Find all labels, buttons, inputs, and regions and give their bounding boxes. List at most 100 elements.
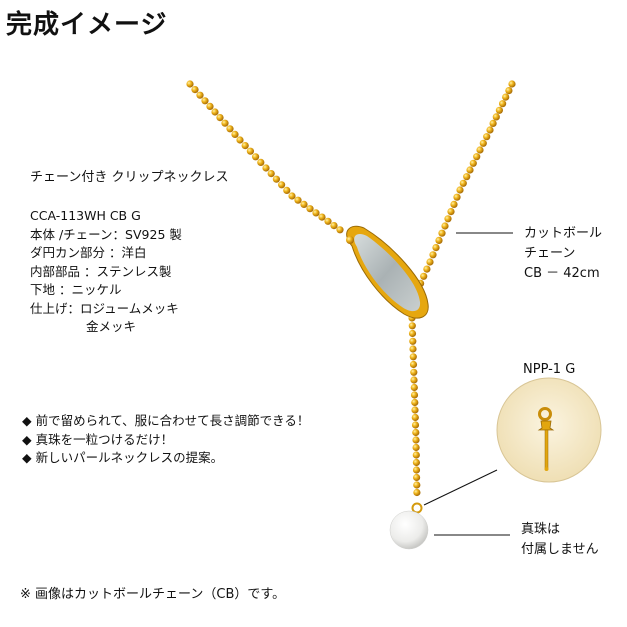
chain-bead bbox=[479, 139, 487, 147]
chain-bead bbox=[410, 368, 418, 376]
npp-pin-image bbox=[496, 377, 602, 483]
chain-bead bbox=[294, 196, 302, 204]
chain-bead bbox=[246, 147, 254, 155]
spec-body-chain: 本体 /チェーン：SV925 製 bbox=[30, 226, 182, 242]
chain-bead bbox=[408, 329, 417, 338]
chain-callout-line: チェーン bbox=[524, 246, 576, 261]
chain-bead bbox=[502, 93, 510, 101]
chain-bead bbox=[413, 488, 421, 497]
chain-bead bbox=[312, 209, 320, 217]
chain-callout: カットボール チェーン CB － 42cm bbox=[524, 224, 602, 284]
chain-bead bbox=[505, 87, 513, 95]
chain-bead bbox=[206, 102, 214, 110]
chain-left bbox=[186, 80, 344, 234]
pin-leader-line bbox=[423, 469, 498, 506]
chain-callout-line: カットボール bbox=[524, 226, 603, 241]
chain-right bbox=[407, 80, 516, 309]
chain-bead bbox=[201, 97, 209, 105]
chain-bead bbox=[236, 136, 244, 144]
chain-bead bbox=[216, 114, 224, 122]
chain-bead bbox=[469, 159, 477, 167]
chain-bead bbox=[413, 481, 421, 489]
chain-bead bbox=[492, 113, 500, 121]
chain-bead bbox=[409, 337, 417, 345]
npp-label: NPP-1 G bbox=[523, 362, 576, 377]
chain-bead bbox=[412, 466, 421, 474]
chain-bead bbox=[409, 345, 417, 353]
chain-bead bbox=[466, 166, 474, 174]
feature-list: ◆ 前で留められて、服に合わせて長さ調節できる！ ◆ 真珠を一粒つけるだけ！ ◆… bbox=[22, 412, 309, 468]
chain-bead bbox=[410, 376, 418, 384]
pearl-callout: 真珠は 付属しません bbox=[521, 520, 599, 560]
spec-oval-ring: ダ円カン部分 ：洋白 bbox=[30, 245, 147, 260]
chain-bead bbox=[412, 436, 420, 444]
chain-bead bbox=[411, 413, 419, 422]
chain-bead bbox=[408, 322, 416, 330]
chain-bead bbox=[412, 428, 420, 437]
chain-bead bbox=[499, 100, 507, 108]
chain-callout-line: CB － 42cm bbox=[524, 266, 600, 281]
chain-bead bbox=[438, 229, 446, 237]
chain-bead bbox=[318, 213, 326, 221]
chain-bead bbox=[456, 186, 464, 194]
chain-bead bbox=[241, 142, 249, 150]
feature-item: ◆ 前で留められて、服に合わせて長さ調節できる！ bbox=[22, 413, 310, 428]
chain-bead bbox=[412, 458, 420, 467]
chain-bead bbox=[252, 153, 260, 161]
chain-bead bbox=[211, 108, 219, 116]
chain-bead bbox=[489, 119, 497, 127]
chain-bead bbox=[444, 215, 452, 223]
chain-bead bbox=[459, 179, 467, 187]
chain-bead bbox=[486, 126, 494, 134]
chain-bead bbox=[226, 125, 234, 133]
spec-internal-parts: 内部部品 ：ステンレス製 bbox=[30, 263, 172, 279]
chain-bead bbox=[495, 106, 503, 114]
chain-bead bbox=[191, 86, 199, 94]
chain-bead bbox=[186, 80, 194, 88]
chain-bead bbox=[453, 193, 461, 201]
chain-drop bbox=[408, 314, 421, 497]
chain-bead bbox=[330, 222, 338, 230]
chain-bead bbox=[473, 153, 481, 161]
chain-bead bbox=[508, 80, 516, 88]
spec-code: CCA-113WH CB G bbox=[30, 208, 141, 223]
feature-item: ◆ 新しいパールネックレスの提案。 bbox=[22, 450, 224, 465]
spec-base-plating: 下地 ：ニッケル bbox=[30, 282, 122, 297]
chain-bead bbox=[409, 353, 417, 361]
chain-bead bbox=[221, 119, 229, 127]
chain-bead bbox=[450, 200, 458, 208]
chain-bead bbox=[423, 265, 431, 273]
chain-bead bbox=[411, 406, 419, 414]
product-name: チェーン付き クリップネックレス bbox=[30, 170, 229, 185]
chain-bead bbox=[267, 170, 275, 178]
pearl bbox=[389, 510, 429, 550]
chain-bead bbox=[300, 200, 308, 208]
chain-bead bbox=[413, 473, 421, 482]
pearl-callout-line: 付属しません bbox=[521, 542, 599, 557]
chain-bead bbox=[435, 236, 443, 244]
feature-item: ◆ 真珠を一粒つけるだけ！ bbox=[22, 431, 174, 447]
chain-bead bbox=[196, 91, 204, 99]
chain-bead bbox=[278, 181, 286, 189]
chain-bead bbox=[411, 421, 420, 429]
chain-bead bbox=[257, 158, 265, 166]
chain-bead bbox=[447, 208, 455, 216]
chain-bead bbox=[476, 146, 484, 154]
chain-bead bbox=[262, 164, 270, 172]
chain-bead bbox=[336, 226, 344, 234]
chain-bead bbox=[231, 130, 239, 138]
clip-pendant bbox=[346, 225, 429, 319]
chain-bead bbox=[412, 451, 420, 459]
chain-bead bbox=[429, 251, 437, 259]
chain-bead bbox=[324, 217, 332, 225]
pearl-callout-line: 真珠は bbox=[521, 522, 561, 537]
chain-bead bbox=[288, 192, 296, 200]
chain-bead bbox=[441, 222, 449, 230]
spec-list: CCA-113WH CB G 本体 /チェーン：SV925 製 ダ円カン部分 ：… bbox=[30, 207, 182, 337]
spec-finish-gold: 金メッキ bbox=[86, 319, 137, 334]
chain-bead bbox=[463, 173, 471, 181]
chain-bead bbox=[272, 175, 280, 183]
chain-bead bbox=[426, 258, 434, 266]
chain-bead bbox=[410, 391, 419, 399]
